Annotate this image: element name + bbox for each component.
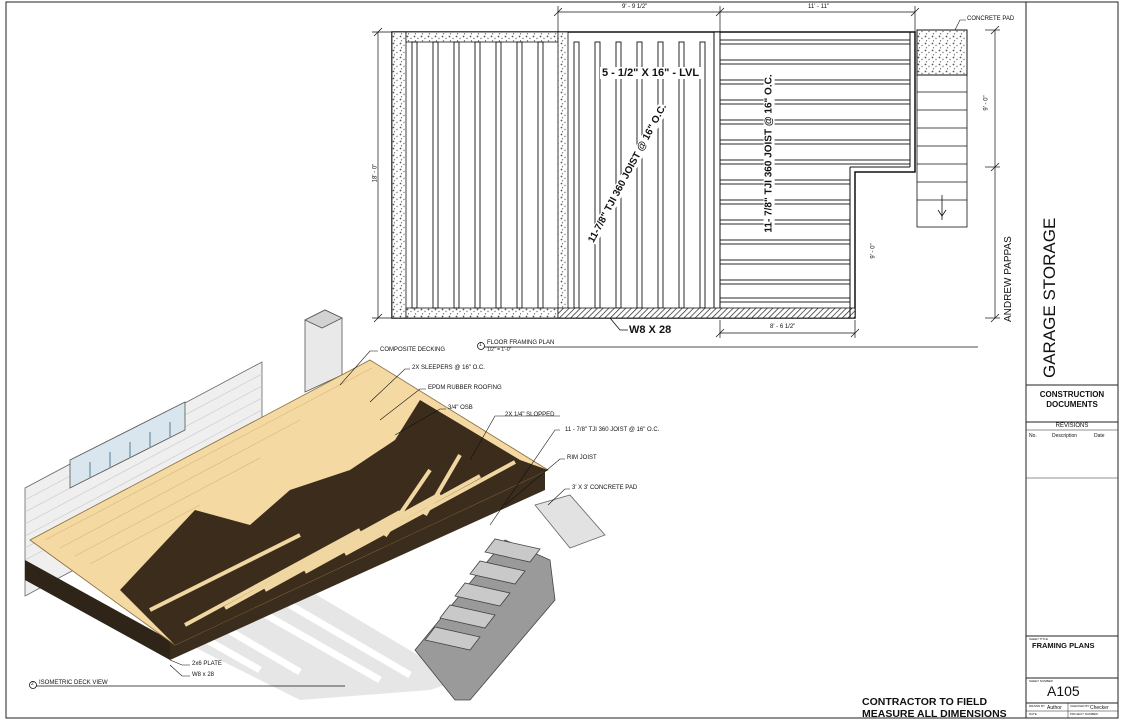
plate-label: 2x6 PLATE	[192, 661, 222, 667]
iso-view-title: ISOMETRIC DECK VIEW	[39, 680, 108, 686]
rev-col-desc: Description	[1052, 433, 1078, 439]
concrete-pad	[916, 29, 968, 76]
revisions-header: REVISIONS	[1055, 423, 1089, 429]
composite-decking	[44, 367, 373, 565]
concrete-pad-label: CONCRETE PAD	[967, 16, 1015, 22]
dim-top-left: 9' - 9 1/2"	[622, 4, 648, 10]
callout-tji-joist: 11 - 7/8" TJI 360 JOIST @ 16" O.C.	[565, 427, 660, 433]
contractor-note-line1: CONTRACTOR TO FIELD	[862, 696, 988, 708]
iso-beam-label: W8 x 28	[192, 672, 215, 678]
iso-stairs	[414, 538, 556, 701]
callout-epdm: EPDM RUBBER ROOFING	[428, 385, 502, 391]
sheet-number-caption: SHEET NUMBER	[1029, 679, 1053, 683]
concrete-wall-left	[391, 31, 407, 319]
floor-framing-plan	[372, 6, 1000, 350]
dimension-lines	[372, 6, 1000, 338]
callout-sleepers: 2X SLEEPERS @ 16" O.C.	[412, 365, 485, 371]
contractor-note-line2: MEASURE ALL DIMENSIONS	[862, 708, 1007, 720]
isometric-deck-view	[20, 309, 606, 701]
client-name-text: ANDREW PAPPAS	[1003, 236, 1014, 322]
rev-col-date: Date	[1094, 433, 1105, 439]
callout-rim-joist: RIM JOIST	[567, 455, 597, 461]
sheet-number: A105	[1047, 683, 1080, 699]
stairs-plan	[916, 74, 968, 228]
callout-composite-decking: COMPOSITE DECKING	[380, 347, 446, 353]
iso-leaders	[169, 350, 570, 677]
lvl-label: 5 - 1/2" X 16" - LVL	[600, 67, 702, 79]
sheet-title: FRAMING PLANS	[1032, 641, 1095, 650]
title-block	[1025, 2, 1118, 718]
dim-right-lower: 9' - 0"	[870, 243, 877, 259]
callout-concrete-pad: 3' X 3' CONCRETE PAD	[572, 485, 638, 491]
callout-sloped: 2X 1/4" SLOPPED	[505, 412, 555, 418]
drawn-caption: DRAWN BY	[1029, 704, 1046, 708]
dim-top-right: 11' - 11"	[808, 4, 830, 10]
callout-osb: 3/4" OSB	[448, 405, 473, 411]
drawn-by: Author	[1047, 705, 1062, 711]
plan-view-number: 1	[479, 342, 482, 348]
iso-view-number: 2	[31, 681, 34, 687]
stage-line2: DOCUMENTS	[1046, 400, 1098, 409]
joist-label-vertical: 11- 7/8" TJI 360 JOIST @ 16" O.C.	[763, 74, 775, 233]
rev-col-no: No.	[1029, 433, 1037, 439]
stage-line1: CONSTRUCTION	[1039, 390, 1105, 399]
plan-view-scale: 1/2" = 1'-0"	[487, 347, 512, 353]
dim-left: 18' - 0"	[372, 163, 379, 183]
project-name: GARAGE STORAGE	[1040, 217, 1059, 378]
checked-caption: CHECKED BY	[1070, 704, 1090, 708]
iso-joists	[149, 453, 516, 627]
project-number-caption: PROJECT NUMBER	[1070, 712, 1098, 716]
dim-right-upper: 9' - 0"	[983, 95, 990, 111]
plan-view-title: FLOOR FRAMING PLAN	[487, 340, 555, 346]
dim-bottom-right: 8' - 6 1/2"	[770, 324, 796, 330]
beam-label: W8 X 28	[629, 324, 672, 336]
concrete-wall-top	[405, 31, 559, 43]
date-caption: DATE	[1029, 712, 1037, 716]
checked-by: Checker	[1090, 705, 1109, 711]
sheet-title-caption: SHEET TITLE	[1029, 637, 1048, 641]
